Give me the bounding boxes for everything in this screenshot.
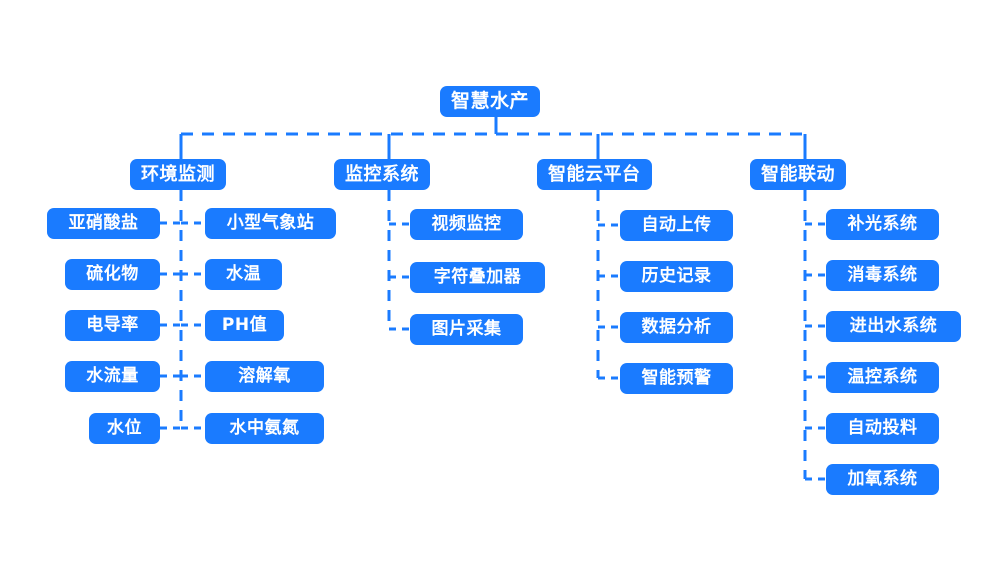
node-leaf-sulfide[interactable]: 硫化物 xyxy=(65,259,160,290)
node-branch-smart-linkage[interactable]: 智能联动 xyxy=(750,159,846,190)
node-leaf-auto-feeding[interactable]: 自动投料 xyxy=(826,413,939,444)
node-branch-environment-monitoring[interactable]: 环境监测 xyxy=(130,159,226,190)
node-leaf-weather-station[interactable]: 小型气象站 xyxy=(205,208,336,239)
node-leaf-smart-alert[interactable]: 智能预警 xyxy=(620,363,733,394)
node-leaf-water-level[interactable]: 水位 xyxy=(89,413,160,444)
node-branch-surveillance-system[interactable]: 监控系统 xyxy=(334,159,430,190)
node-leaf-dissolved-oxygen[interactable]: 溶解氧 xyxy=(205,361,324,392)
node-leaf-temperature-control-system[interactable]: 温控系统 xyxy=(826,362,939,393)
node-leaf-data-analysis[interactable]: 数据分析 xyxy=(620,312,733,343)
node-leaf-history-record[interactable]: 历史记录 xyxy=(620,261,733,292)
node-leaf-ph-value[interactable]: PH值 xyxy=(205,310,284,341)
node-leaf-auto-upload[interactable]: 自动上传 xyxy=(620,210,733,241)
node-root[interactable]: 智慧水产 xyxy=(440,86,541,117)
node-leaf-water-flow[interactable]: 水流量 xyxy=(65,361,160,392)
node-leaf-fill-light-system[interactable]: 补光系统 xyxy=(826,209,939,240)
node-leaf-character-overlay[interactable]: 字符叠加器 xyxy=(410,262,545,293)
node-leaf-oxygenation-system[interactable]: 加氧系统 xyxy=(826,464,939,495)
node-leaf-water-temperature[interactable]: 水温 xyxy=(205,259,282,290)
node-leaf-image-capture[interactable]: 图片采集 xyxy=(410,314,523,345)
node-leaf-disinfection-system[interactable]: 消毒系统 xyxy=(826,260,939,291)
node-leaf-nitrite[interactable]: 亚硝酸盐 xyxy=(47,208,160,239)
node-leaf-water-inlet-outlet-system[interactable]: 进出水系统 xyxy=(826,311,961,342)
node-leaf-ammonia-nitrogen[interactable]: 水中氨氮 xyxy=(205,413,324,444)
node-leaf-video-surveillance[interactable]: 视频监控 xyxy=(410,209,523,240)
node-leaf-conductivity[interactable]: 电导率 xyxy=(65,310,160,341)
node-branch-cloud-platform[interactable]: 智能云平台 xyxy=(537,159,652,190)
